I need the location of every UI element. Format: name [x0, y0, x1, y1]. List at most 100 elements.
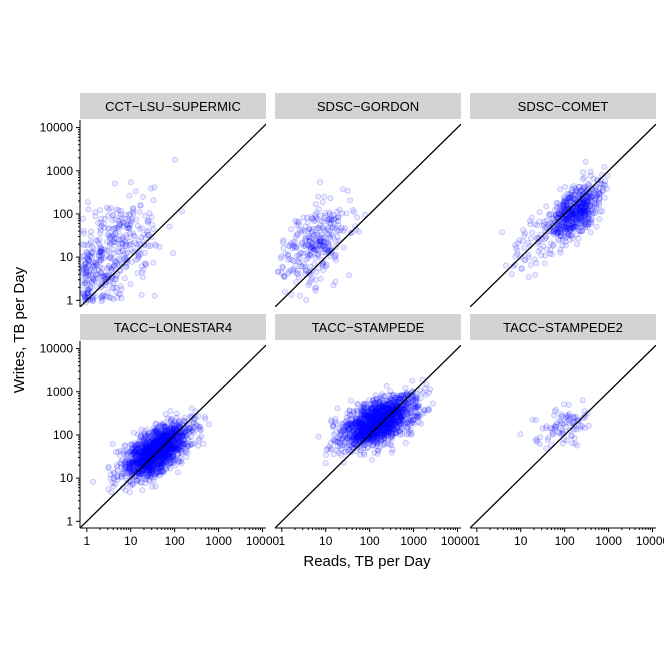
- data-point: [347, 397, 354, 404]
- data-point: [145, 242, 152, 249]
- data-point: [158, 434, 165, 441]
- data-point: [99, 294, 106, 301]
- data-point: [543, 223, 550, 230]
- data-point: [165, 457, 172, 464]
- data-point: [315, 250, 322, 257]
- data-point: [570, 183, 577, 190]
- data-point: [140, 451, 147, 458]
- data-point: [295, 252, 302, 259]
- data-point: [289, 245, 296, 252]
- data-point: [308, 243, 315, 250]
- data-point: [161, 442, 168, 449]
- data-point: [566, 213, 573, 220]
- data-point: [136, 470, 143, 477]
- data-point: [376, 402, 383, 409]
- data-point: [139, 468, 146, 475]
- data-point: [345, 442, 352, 449]
- data-point: [200, 440, 207, 447]
- data-point: [579, 199, 586, 206]
- data-point: [551, 226, 558, 233]
- data-point: [85, 252, 92, 259]
- data-point: [129, 479, 136, 486]
- data-point: [512, 253, 519, 260]
- data-point: [168, 449, 175, 456]
- data-point: [169, 421, 176, 428]
- data-point: [579, 198, 586, 205]
- data-point: [402, 384, 409, 391]
- data-point: [112, 259, 119, 266]
- data-point: [87, 233, 94, 240]
- data-point: [130, 232, 137, 239]
- data-point: [167, 445, 174, 452]
- data-point: [89, 295, 96, 302]
- data-point: [576, 201, 583, 208]
- data-point: [408, 413, 415, 420]
- data-point: [579, 175, 586, 182]
- data-point: [576, 183, 583, 190]
- data-point: [564, 220, 571, 227]
- data-point: [563, 203, 570, 210]
- data-point: [106, 254, 113, 261]
- data-point: [143, 439, 150, 446]
- data-point: [581, 205, 588, 212]
- data-point: [183, 421, 190, 428]
- data-point: [591, 203, 598, 210]
- data-point: [112, 216, 119, 223]
- data-point: [190, 427, 197, 434]
- data-point: [580, 203, 587, 210]
- data-point: [196, 423, 203, 430]
- data-point: [591, 192, 598, 199]
- data-point: [306, 268, 313, 275]
- data-point: [568, 219, 575, 226]
- data-point: [133, 442, 140, 449]
- data-point: [155, 464, 162, 471]
- data-point: [318, 231, 325, 238]
- data-point: [150, 445, 157, 452]
- data-point: [111, 262, 118, 269]
- data-point: [140, 231, 147, 238]
- data-point: [295, 274, 302, 281]
- data-point: [310, 244, 317, 251]
- data-point: [571, 191, 578, 198]
- data-point: [123, 234, 130, 241]
- data-point: [117, 291, 124, 298]
- data-point: [300, 250, 307, 257]
- data-point: [557, 230, 564, 237]
- data-point: [586, 192, 593, 199]
- data-point: [123, 242, 130, 249]
- data-point: [568, 193, 575, 200]
- data-point: [520, 227, 527, 234]
- data-point: [552, 207, 559, 214]
- data-point: [85, 291, 92, 298]
- data-point: [123, 474, 130, 481]
- data-point: [564, 202, 571, 209]
- data-point: [92, 271, 99, 278]
- data-point: [584, 224, 591, 231]
- data-point: [561, 203, 568, 210]
- data-point: [306, 226, 313, 233]
- data-point: [168, 425, 175, 432]
- data-point: [134, 451, 141, 458]
- data-point: [277, 255, 284, 262]
- data-point: [545, 222, 552, 229]
- data-point: [87, 284, 94, 291]
- data-point: [140, 460, 147, 467]
- data-point: [541, 235, 548, 242]
- data-point: [131, 467, 138, 474]
- data-point: [110, 239, 117, 246]
- data-point: [85, 287, 92, 294]
- data-point: [161, 447, 168, 454]
- data-point: [320, 246, 327, 253]
- data-point: [584, 198, 591, 205]
- data-point: [577, 422, 584, 429]
- facet-panel: SDSC−COMET: [470, 93, 656, 307]
- data-point: [577, 218, 584, 225]
- data-point: [126, 241, 133, 248]
- data-point: [122, 463, 129, 470]
- data-point: [142, 454, 149, 461]
- data-point: [322, 212, 329, 219]
- data-point: [577, 208, 584, 215]
- data-point: [583, 203, 590, 210]
- data-point: [179, 431, 186, 438]
- data-point: [151, 458, 158, 465]
